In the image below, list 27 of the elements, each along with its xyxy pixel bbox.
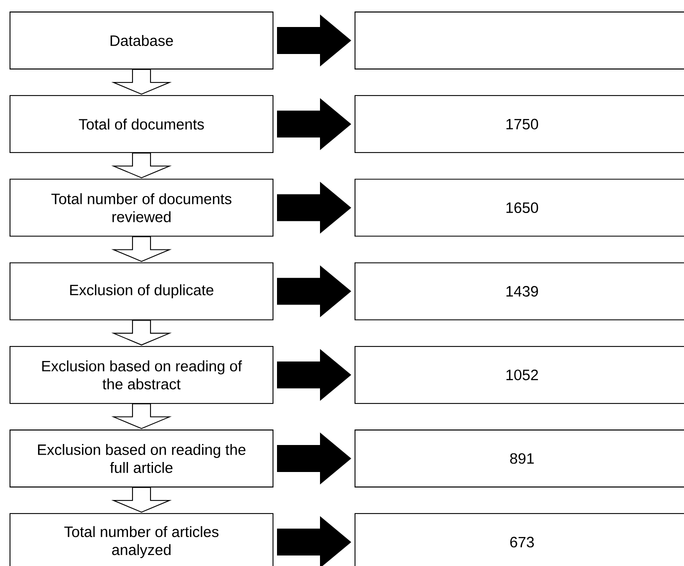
block-arrow	[277, 348, 352, 401]
block-arrow	[277, 98, 352, 150]
block-arrow	[277, 516, 352, 566]
block-arrow	[111, 152, 172, 178]
count-box: 1439	[354, 262, 684, 320]
process-box: Exclusion of duplicate	[10, 262, 274, 320]
block-arrow	[111, 487, 172, 513]
block-arrow	[277, 265, 352, 318]
count-box: 673	[354, 513, 684, 566]
count-box	[354, 12, 684, 70]
count-box: 1052	[354, 346, 684, 404]
block-arrow	[277, 182, 352, 234]
block-arrow	[277, 14, 352, 66]
process-box: Total number of documents reviewed	[10, 178, 274, 237]
block-arrow	[111, 320, 172, 346]
count-box: 1650	[354, 178, 684, 237]
count-box: 891	[354, 430, 684, 488]
process-box: Total of documents	[10, 95, 274, 154]
process-box: Exclusion based on reading of the abstract	[10, 346, 274, 404]
process-box: Database	[10, 12, 274, 70]
block-arrow	[111, 69, 172, 95]
block-arrow	[111, 403, 172, 430]
block-arrow	[111, 236, 172, 262]
block-arrow	[277, 432, 352, 484]
process-box: Total number of articles analyzed	[10, 513, 274, 566]
process-box: Exclusion based on reading the full article	[10, 430, 274, 488]
count-box: 1750	[354, 95, 684, 154]
